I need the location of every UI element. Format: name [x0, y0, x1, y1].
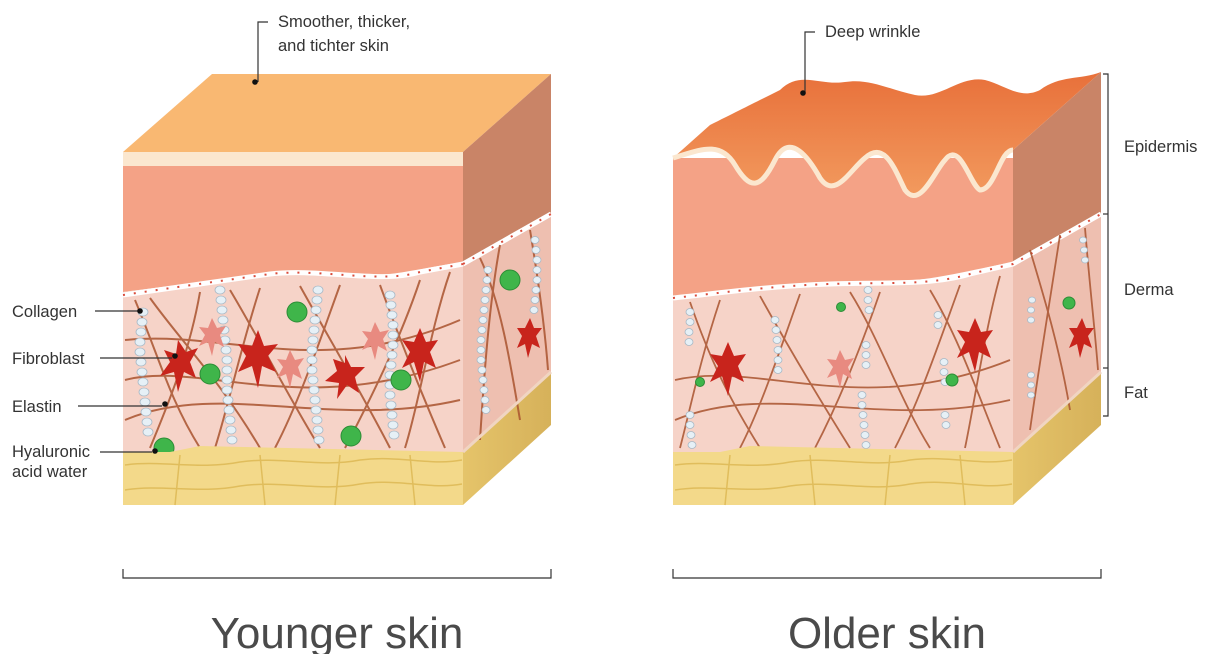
- hyaluronic-label-line2: acid water: [12, 463, 88, 481]
- hyaluronic-droplet: [696, 378, 705, 387]
- epidermis-label: Epidermis: [1124, 138, 1197, 156]
- collagen-label: Collagen: [12, 303, 77, 321]
- younger-skin-caption: Younger skin: [211, 609, 464, 654]
- younger-bottom-bracket: [123, 569, 551, 578]
- hyaluronic-droplet: [500, 270, 520, 290]
- hyaluronic-droplet: [287, 302, 307, 322]
- elastin-label: Elastin: [12, 398, 62, 416]
- hyaluronic-droplet: [946, 374, 958, 386]
- hyaluronic-label-line1: Hyaluronic: [12, 443, 90, 461]
- younger-top-note-line1: Smoother, thicker,: [278, 13, 410, 31]
- layer-bracket: [1103, 74, 1108, 416]
- fibroblast-label: Fibroblast: [12, 350, 85, 368]
- younger-skin-block: [123, 74, 551, 505]
- older-skin-block: [673, 72, 1101, 505]
- older-bottom-bracket: [673, 569, 1101, 578]
- hyaluronic-droplet: [391, 370, 411, 390]
- hyaluronic-droplet: [200, 364, 220, 384]
- derma-label: Derma: [1124, 281, 1174, 299]
- younger-surface-band: [123, 152, 463, 166]
- deep-wrinkle-label: Deep wrinkle: [825, 23, 920, 41]
- fat-label: Fat: [1124, 384, 1148, 402]
- hyaluronic-droplet: [1063, 297, 1075, 309]
- older-skin-caption: Older skin: [788, 609, 986, 654]
- hyaluronic-droplet: [837, 303, 846, 312]
- hyaluronic-droplet: [341, 426, 361, 446]
- younger-top-note-line2: and tichter skin: [278, 37, 389, 55]
